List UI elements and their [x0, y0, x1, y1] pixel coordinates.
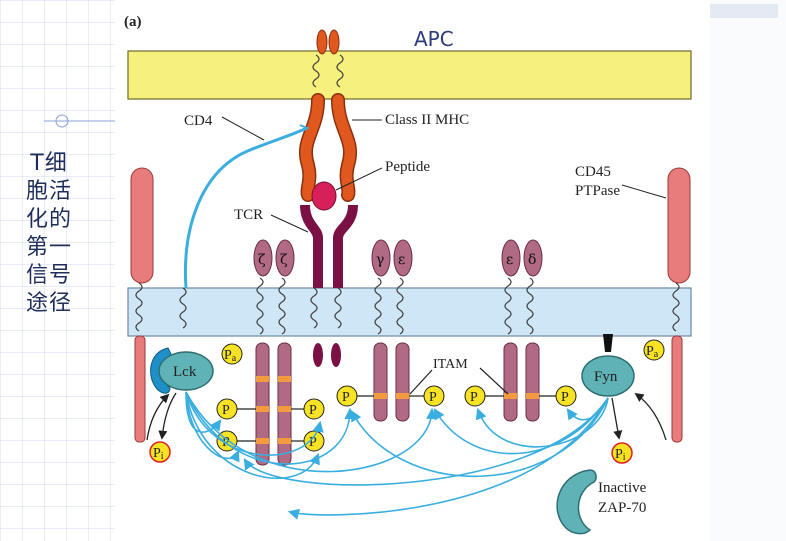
fyn-label: Fyn: [594, 369, 618, 385]
lck-label: Lck: [173, 364, 197, 380]
slide-right-margin: [710, 0, 786, 541]
pi-fyn: Pi: [611, 442, 633, 464]
pa-lck: Pa: [221, 343, 243, 365]
slide-title-vertical: T细 胞活 化的 第一 信号 途径: [14, 150, 84, 318]
pa-sub: a: [654, 349, 659, 360]
title-line: 化的: [25, 207, 72, 232]
panel-label: (a): [124, 14, 142, 30]
phosphate-label: P: [222, 403, 230, 418]
title-line: 胞活: [25, 179, 72, 204]
cd45-left: [130, 167, 154, 443]
slide-corner-tab: [708, 4, 778, 18]
phosphorylation-arrows: [185, 391, 609, 520]
phosphate-label: P: [309, 403, 317, 418]
svg-text:Pi: Pi: [615, 447, 626, 463]
svg-text:Pi: Pi: [153, 446, 164, 462]
zeta-label-left: ζ: [258, 252, 266, 268]
pa-p: P: [646, 344, 654, 359]
phosphate-label: P: [470, 390, 478, 405]
phosphate-label: P: [342, 390, 350, 405]
fyn-kinase: Fyn: [581, 334, 635, 397]
epsilon-chain-1: [393, 239, 413, 422]
inactive-label: Inactive: [598, 480, 647, 496]
peptide-label: Peptide: [385, 159, 430, 175]
pi-sub: i: [623, 452, 626, 463]
svg-text:Pa: Pa: [224, 348, 237, 364]
phosphate-label: P: [429, 390, 437, 405]
tcr: [300, 204, 358, 367]
cd4-label: CD4: [184, 113, 213, 129]
delta-label: δ: [528, 252, 536, 268]
cd4: [179, 116, 310, 329]
apc-membrane: [127, 50, 692, 100]
tcr-label: TCR: [234, 207, 263, 223]
phosphate-label: P: [309, 435, 317, 450]
t-cell-membrane: [127, 287, 692, 337]
class-ii-mhc: [299, 29, 357, 202]
title-line: 第一: [25, 235, 72, 260]
apc-label: APC: [414, 27, 454, 51]
svg-text:Pa: Pa: [646, 344, 659, 360]
gamma-label: γ: [376, 252, 384, 268]
delta-chain: [523, 239, 543, 422]
ptpase-label: PTPase: [575, 183, 620, 199]
title-line: T细: [30, 151, 68, 176]
regulation-arrows: [146, 392, 667, 441]
lck-kinase: Lck: [150, 347, 214, 394]
peptide: [311, 181, 337, 211]
pi-p: P: [153, 446, 161, 461]
pi-sub: i: [161, 451, 164, 462]
itam-label: ITAM: [433, 357, 468, 372]
class-ii-mhc-label: Class II MHC: [385, 112, 469, 128]
pi-lck: Pi: [149, 441, 171, 463]
zeta-chain-right: [275, 239, 295, 466]
cd45-right: [621, 167, 691, 443]
itam-connectors: [237, 367, 556, 442]
title-line: 信号: [25, 263, 72, 288]
epsilon-label-1: ε: [398, 252, 405, 268]
gamma-chain: [371, 239, 391, 422]
cd45-label: CD45: [575, 164, 611, 180]
zap70-label: ZAP-70: [598, 500, 646, 516]
pa-fyn: Pa: [643, 339, 665, 361]
epsilon-label-2: ε: [506, 252, 513, 268]
phosphate-label: P: [561, 390, 569, 405]
pi-p: P: [615, 447, 623, 462]
zeta-chain-left: [253, 239, 273, 466]
pa-p: P: [224, 348, 232, 363]
slide-ornament: [44, 114, 115, 128]
zap70-shape: [556, 469, 597, 535]
title-line: 途径: [25, 291, 72, 316]
pa-sub: a: [232, 353, 237, 364]
epsilon-chain-2: [501, 239, 521, 422]
zeta-label-right: ζ: [280, 252, 288, 268]
